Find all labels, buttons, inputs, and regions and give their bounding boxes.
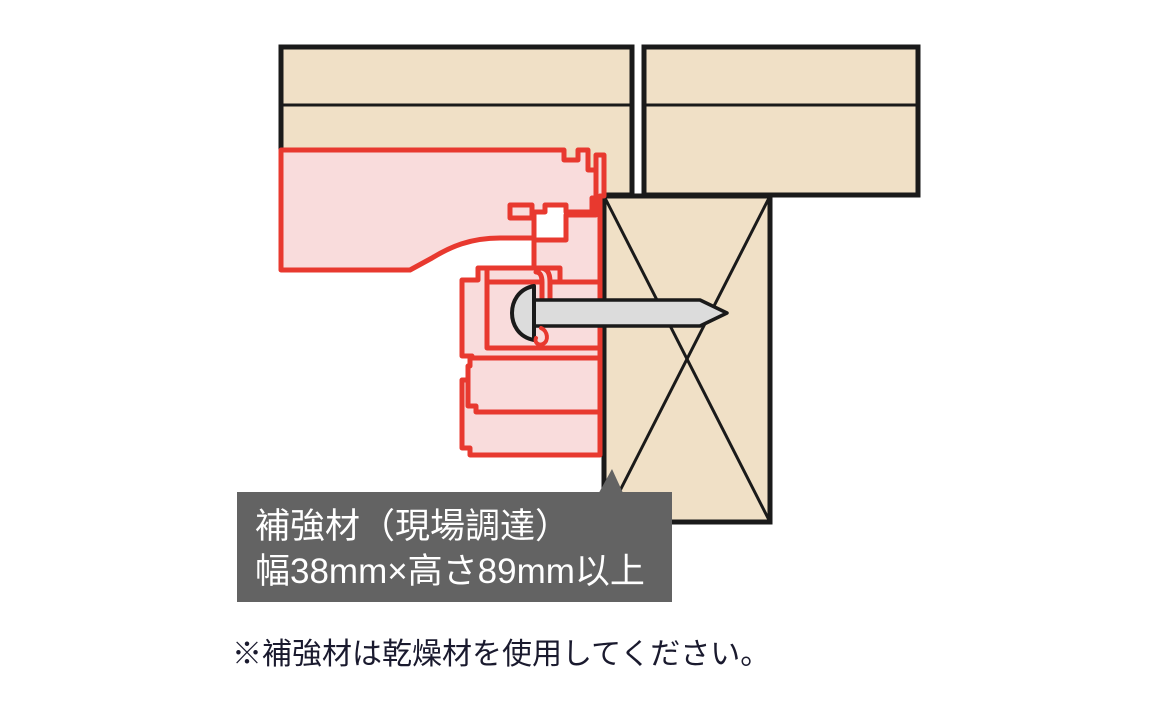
fastener-head <box>510 284 536 342</box>
sash-lower-block <box>465 355 603 415</box>
reinforcement-member-diagonal-b <box>602 195 772 523</box>
callout-box <box>237 492 672 602</box>
reinforcement-member <box>601 193 773 525</box>
fastener-nail <box>510 284 729 347</box>
callout: 補強材（現場調達） 幅38mm×高さ89mm以上 <box>237 469 672 602</box>
header-beam-right <box>641 44 921 198</box>
sash-bead <box>507 202 535 221</box>
callout-line-1: 補強材（現場調達） <box>255 507 570 546</box>
callout-line-2: 幅38mm×高さ89mm以上 <box>255 552 645 591</box>
footnote-text: ※補強材は乾燥材を使用してください。 <box>232 638 770 671</box>
fastener-shaft <box>532 298 729 328</box>
fastener-curl <box>533 326 549 347</box>
header-beam-right-body <box>641 44 921 198</box>
